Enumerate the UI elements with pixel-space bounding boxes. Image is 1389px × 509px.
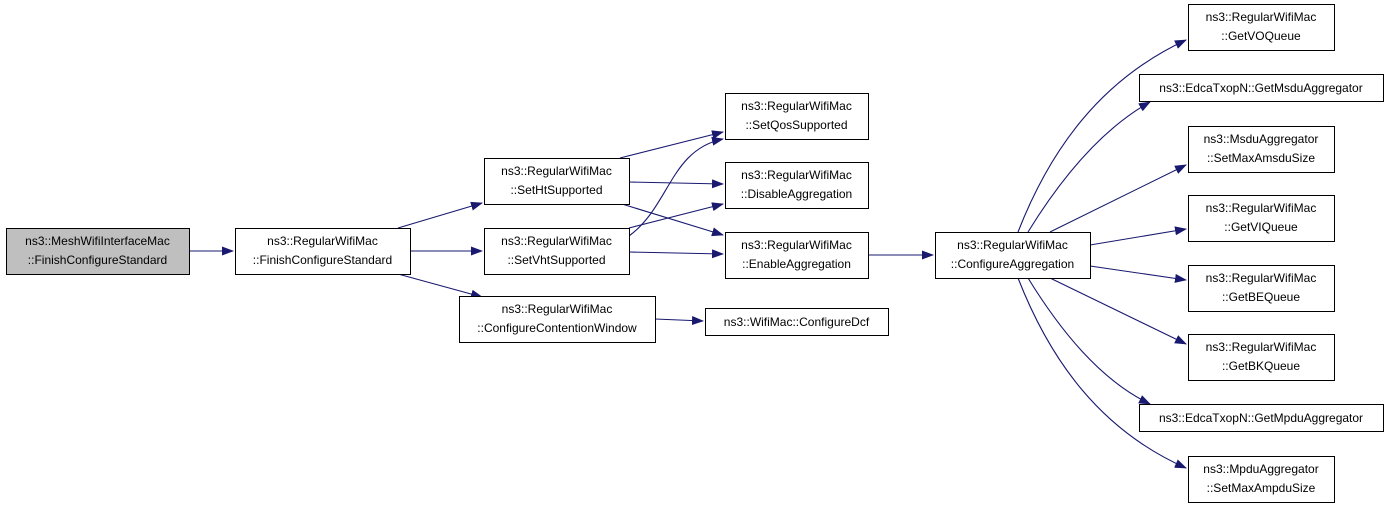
edge-n3-to-n7 [628, 249, 724, 259]
graph-node[interactable]: ns3::WifiMac::ConfigureDcf [705, 308, 889, 336]
node-label: ns3::RegularWifiMac [957, 238, 1068, 252]
node-label: ns3::MsduAggregator [1204, 132, 1319, 146]
graph-node[interactable]: ns3::EdcaTxopN::GetMpduAggregator [1139, 404, 1384, 432]
node-box [1188, 4, 1335, 51]
node-box [1188, 195, 1335, 242]
edge-n3-to-n5 [628, 136, 724, 237]
graph-node[interactable]: ns3::RegularWifiMac::DisableAggregation [725, 162, 869, 209]
graph-node[interactable]: ns3::RegularWifiMac::SetHtSupported [484, 158, 630, 205]
edge-n9-to-n12 [1049, 164, 1187, 233]
node-label: ns3::RegularWifiMac [1206, 271, 1317, 285]
edge-n4-to-n8 [654, 316, 704, 326]
graph-node[interactable]: ns3::RegularWifiMac::GetBEQueue [1188, 265, 1335, 312]
edge-n9-to-n10 [1017, 39, 1187, 233]
node-label: ::GetBEQueue [1222, 290, 1300, 304]
edge-n9-to-n11 [1027, 101, 1151, 233]
node-label: ns3::RegularWifiMac [1206, 10, 1317, 24]
graph-node[interactable]: ns3::MpduAggregator::SetMaxAmpduSize [1188, 456, 1335, 503]
edge-n9-to-n15 [1049, 277, 1187, 345]
graph-node[interactable]: ns3::RegularWifiMac::ConfigureContention… [459, 296, 656, 343]
node-label: ::ConfigureContentionWindow [477, 321, 637, 335]
node-label: ::FinishConfigureStandard [253, 253, 392, 267]
node-box [484, 228, 630, 275]
node-box [1188, 456, 1335, 503]
node-label: ns3::RegularWifiMac [501, 164, 612, 178]
edge-n1-to-n2 [397, 201, 483, 229]
graph-node[interactable]: ns3::RegularWifiMac::GetVIQueue [1188, 195, 1335, 242]
graph-node[interactable]: ns3::RegularWifiMac::EnableAggregation [725, 232, 869, 279]
node-box [705, 308, 889, 336]
node-label: ns3::RegularWifiMac [741, 238, 852, 252]
graph-node[interactable]: ns3::RegularWifiMac::GetBKQueue [1188, 334, 1335, 381]
node-box [1139, 74, 1384, 102]
node-box [1188, 126, 1335, 173]
graph-node[interactable]: ns3::MsduAggregator::SetMaxAmsduSize [1188, 126, 1335, 173]
node-label: ::SetVhtSupported [507, 253, 605, 267]
node-box [1188, 265, 1335, 312]
node-label: ns3::MeshWifiInterfaceMac [25, 234, 170, 248]
graph-node[interactable]: ns3::RegularWifiMac::GetVOQueue [1188, 4, 1335, 51]
node-label: ns3::RegularWifiMac [501, 234, 612, 248]
node-label: ::SetQosSupported [745, 118, 847, 132]
node-box [725, 93, 869, 140]
edge-n2-to-n5 [619, 130, 724, 159]
node-label: ns3::RegularWifiMac [741, 168, 852, 182]
graph-node[interactable]: ns3::RegularWifiMac::ConfigureAggregatio… [935, 232, 1091, 279]
edge-n2-to-n6 [628, 179, 724, 189]
node-box [725, 162, 869, 209]
node-box [935, 232, 1091, 279]
edge-n9-to-n17 [1017, 277, 1187, 469]
node-label: ns3::RegularWifiMac [1206, 201, 1317, 215]
node-box [1139, 404, 1384, 432]
node-label: ::SetMaxAmpduSize [1207, 481, 1316, 495]
node-label: ::SetHtSupported [510, 183, 602, 197]
node-label: ns3::RegularWifiMac [1206, 340, 1317, 354]
node-box [459, 296, 656, 343]
node-box [725, 232, 869, 279]
edge-n9-to-n14 [1089, 265, 1187, 283]
node-box [1188, 334, 1335, 381]
node-label: ns3::EdcaTxopN::GetMpduAggregator [1159, 411, 1363, 425]
node-label: ::SetMaxAmsduSize [1207, 151, 1315, 165]
node-label: ::ConfigureAggregation [951, 257, 1074, 271]
node-label: ::GetVOQueue [1221, 29, 1301, 43]
node-label: ns3::EdcaTxopN::GetMsduAggregator [1159, 81, 1362, 95]
node-label: ns3::MpduAggregator [1203, 462, 1318, 476]
node-label: ns3::RegularWifiMac [741, 99, 852, 113]
edge-n3-to-n6 [628, 202, 724, 229]
node-label: ns3::RegularWifiMac [502, 302, 613, 316]
graph-node[interactable]: ns3::RegularWifiMac::SetVhtSupported [484, 228, 630, 275]
edge-n9-to-n13 [1089, 226, 1187, 246]
node-label: ::FinishConfigureStandard [28, 253, 167, 267]
edges-layer [189, 39, 1187, 469]
node-label: ns3::RegularWifiMac [267, 234, 378, 248]
node-label: ::EnableAggregation [742, 257, 851, 271]
graph-node[interactable]: ns3::RegularWifiMac::SetQosSupported [725, 93, 869, 140]
node-label: ::GetBKQueue [1222, 359, 1300, 373]
edge-n2-to-n7 [621, 203, 724, 237]
node-box [235, 228, 411, 275]
graph-node[interactable]: ns3::MeshWifiInterfaceMac::FinishConfigu… [6, 228, 190, 275]
edge-n9-to-n16 [1027, 277, 1151, 405]
graph-node[interactable]: ns3::RegularWifiMac::FinishConfigureStan… [235, 228, 411, 275]
graph-node[interactable]: ns3::EdcaTxopN::GetMsduAggregator [1139, 74, 1384, 102]
node-box [6, 228, 190, 275]
node-label: ns3::WifiMac::ConfigureDcf [724, 315, 870, 329]
node-label: ::DisableAggregation [741, 187, 852, 201]
node-box [484, 158, 630, 205]
node-label: ::GetVIQueue [1224, 220, 1298, 234]
edge-n1-to-n4 [397, 273, 483, 299]
nodes-layer: ns3::MeshWifiInterfaceMac::FinishConfigu… [6, 4, 1384, 503]
